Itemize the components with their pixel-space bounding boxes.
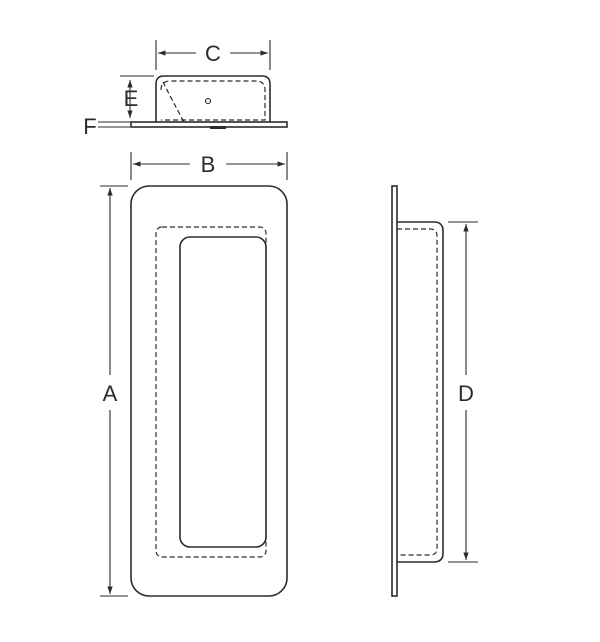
label-a: A	[103, 381, 118, 406]
dimension-e: E	[120, 75, 154, 118]
side-view	[391, 185, 444, 597]
top-view-flange	[130, 121, 288, 128]
label-b: B	[201, 152, 216, 177]
top-view-cup	[155, 75, 271, 122]
top-view-hidden-line	[160, 80, 266, 121]
front-view-recess-hidden-line	[155, 226, 267, 558]
label-e: E	[124, 86, 139, 111]
top-view-grip-curve	[162, 81, 185, 123]
dimension-b: B	[130, 152, 288, 180]
front-view	[130, 185, 288, 597]
label-d: D	[458, 381, 474, 406]
top-view	[130, 75, 288, 129]
dimension-d: D	[448, 221, 478, 563]
dimension-a: A	[100, 185, 128, 597]
dimension-f: F	[83, 114, 130, 139]
dimension-c: C	[155, 40, 271, 70]
side-view-cup	[397, 221, 444, 563]
front-view-flange	[130, 185, 288, 597]
label-c: C	[205, 41, 221, 66]
top-view-tab	[210, 126, 226, 129]
side-view-flange	[391, 185, 398, 597]
side-view-hidden-line	[397, 228, 438, 556]
front-view-opening	[179, 236, 267, 548]
label-f: F	[83, 114, 96, 139]
top-view-hole	[204, 97, 212, 105]
